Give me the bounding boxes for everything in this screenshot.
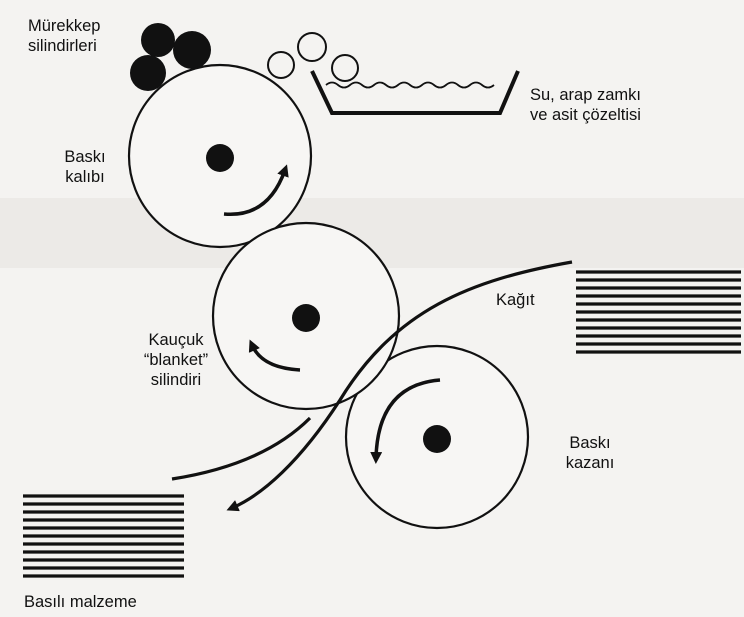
label-blanket-line2: “blanket” <box>143 351 209 369</box>
label-plate-line2: kalıbı <box>65 168 105 186</box>
label-impression-cylinder: Baskı kazanı <box>550 433 630 473</box>
label-printed-material-text: Basılı malzeme <box>24 593 137 611</box>
label-blanket-line3: silindiri <box>150 371 202 389</box>
label-fountain-solution: Su, arap zamkı ve asit çözeltisi <box>530 85 641 125</box>
label-plate-cylinder: Baskı kalıbı <box>40 147 130 187</box>
impression-cylinder-hub <box>423 425 451 453</box>
label-blanket-cylinder: Kauçuk “blanket” silindiri <box>116 330 236 390</box>
ink-roller-3 <box>130 55 166 91</box>
label-impression-line2: kazanı <box>565 454 615 472</box>
water-roller-2 <box>297 32 327 62</box>
paper-feed-line <box>171 416 312 481</box>
water-roller-1 <box>267 51 295 79</box>
label-blanket-line1: Kauçuk <box>148 331 204 349</box>
label-paper-text: Kağıt <box>496 291 535 309</box>
water-rollers <box>267 32 359 82</box>
impression-cylinder <box>344 344 530 530</box>
impression-rotation-arrow <box>370 378 441 464</box>
label-ink-rollers-line2: silindirleri <box>28 37 97 55</box>
ink-roller-2 <box>173 31 211 69</box>
fountain-tray <box>310 70 520 115</box>
blanket-cylinder-hub <box>292 304 320 332</box>
water-surface <box>325 81 495 89</box>
label-printed-material: Basılı malzeme <box>24 592 137 612</box>
label-fountain-line2: ve asit çözeltisi <box>530 106 641 124</box>
water-roller-3 <box>331 54 359 82</box>
label-impression-line1: Baskı <box>569 434 611 452</box>
ink-roller-1 <box>141 23 175 57</box>
label-fountain-line1: Su, arap zamkı <box>530 86 641 104</box>
plate-rotation-arrow <box>223 164 289 217</box>
label-ink-rollers-line1: Mürekkep <box>28 17 101 35</box>
label-paper: Kağıt <box>496 290 535 310</box>
paper-stack-input <box>576 270 741 354</box>
ink-rollers <box>130 23 211 91</box>
paper-stack-output <box>23 494 184 578</box>
plate-cylinder <box>127 63 313 249</box>
label-plate-line1: Baskı <box>64 148 106 166</box>
label-ink-rollers: Mürekkep silindirleri <box>28 16 100 56</box>
blanket-rotation-arrow <box>248 339 301 372</box>
plate-cylinder-hub <box>206 144 234 172</box>
paper-path <box>226 260 573 512</box>
blanket-cylinder <box>211 221 401 411</box>
